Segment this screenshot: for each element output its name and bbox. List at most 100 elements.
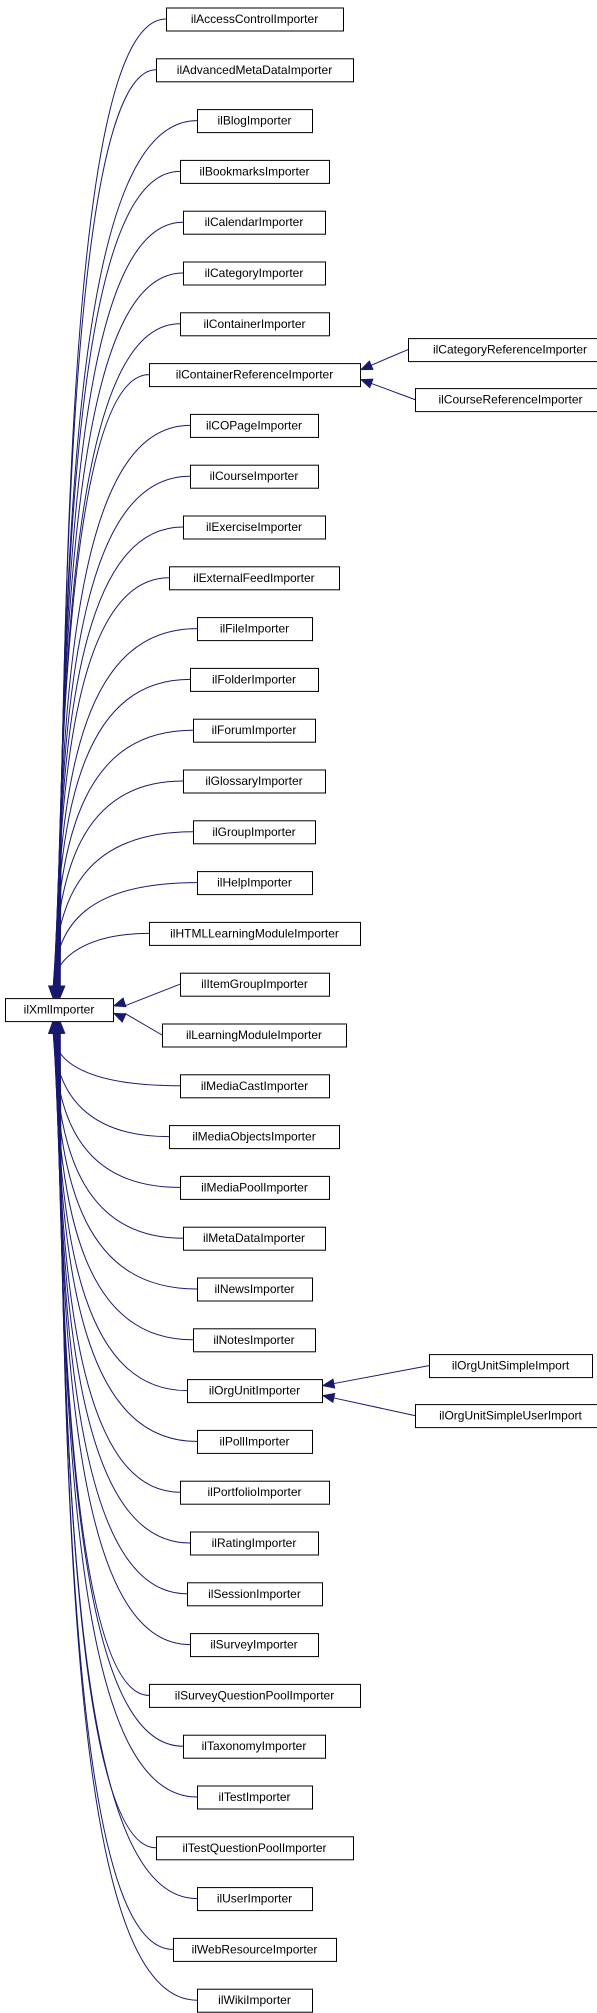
class-node-il-item-group-importer[interactable]: ilItemGroupImporter xyxy=(180,972,330,997)
class-node-il-session-importer[interactable]: ilSessionImporter xyxy=(187,1582,323,1607)
class-node-label: ilBookmarksImporter xyxy=(199,164,309,178)
class-node-il-category-reference-importer[interactable]: ilCategoryReferenceImporter xyxy=(408,338,597,363)
class-node-il-media-objects-importer[interactable]: ilMediaObjectsImporter xyxy=(169,1125,340,1150)
inheritance-edge xyxy=(53,1033,181,1188)
class-node-il-org-unit-simple-import[interactable]: ilOrgUnitSimpleImport xyxy=(429,1354,593,1379)
class-node-box xyxy=(180,159,330,184)
class-node-box xyxy=(162,1023,347,1048)
class-node-il-advanced-meta-data-importer[interactable]: ilAdvancedMetaDataImporter xyxy=(156,58,354,83)
class-node-label: ilSessionImporter xyxy=(208,1587,301,1601)
inheritance-edge xyxy=(58,1033,198,1900)
class-node-box xyxy=(149,921,361,946)
class-node-il-calendar-importer[interactable]: ilCalendarImporter xyxy=(183,210,326,235)
class-node-label: ilBlogImporter xyxy=(217,114,291,128)
inheritance-edge xyxy=(55,526,184,987)
inheritance-edge xyxy=(54,1033,194,1341)
class-node-label: ilPollImporter xyxy=(219,1434,289,1448)
class-node-il-org-unit-simple-user-import[interactable]: ilOrgUnitSimpleUserImport xyxy=(415,1404,597,1429)
class-node-box xyxy=(183,210,326,235)
class-node-box xyxy=(156,58,354,83)
class-node-il-test-question-pool-importer[interactable]: ilTestQuestionPoolImporter xyxy=(156,1836,354,1861)
class-node-il-xml-importer[interactable]: ilXmlImporter xyxy=(5,998,114,1023)
class-node-label: ilContainerImporter xyxy=(203,317,305,331)
inheritance-edge xyxy=(53,729,194,987)
inheritance-edge xyxy=(371,382,416,401)
class-node-il-test-importer[interactable]: ilTestImporter xyxy=(197,1785,313,1810)
class-node-label: ilTestQuestionPoolImporter xyxy=(182,1841,326,1855)
class-node-box xyxy=(415,1404,597,1429)
class-node-il-forum-importer[interactable]: ilForumImporter xyxy=(193,718,316,743)
inheritance-edge xyxy=(52,1033,181,1087)
class-node-il-course-reference-importer[interactable]: ilCourseReferenceImporter xyxy=(415,388,597,413)
class-node-il-html-learning-module-importer[interactable]: ilHTMLLearningModuleImporter xyxy=(149,921,361,946)
class-node-box xyxy=(197,1429,313,1454)
class-node-il-portfolio-importer[interactable]: ilPortfolioImporter xyxy=(180,1480,330,1505)
class-node-box xyxy=(415,388,597,413)
class-node-label: ilHTMLLearningModuleImporter xyxy=(170,926,339,940)
class-node-il-wiki-importer[interactable]: ilWikiImporter xyxy=(197,1988,313,2013)
class-node-il-media-cast-importer[interactable]: ilMediaCastImporter xyxy=(180,1074,330,1099)
class-node-label: ilGroupImporter xyxy=(212,825,295,839)
class-node-label: ilCourseReferenceImporter xyxy=(438,393,582,407)
class-node-box xyxy=(166,7,344,32)
class-node-il-help-importer[interactable]: ilHelpImporter xyxy=(197,871,313,896)
class-node-label: ilWikiImporter xyxy=(218,1993,291,2007)
class-node-label: ilSurveyQuestionPoolImporter xyxy=(175,1688,334,1702)
class-node-box xyxy=(197,871,313,896)
class-node-box xyxy=(180,312,330,337)
class-node-il-folder-importer[interactable]: ilFolderImporter xyxy=(190,667,319,692)
class-node-il-org-unit-importer[interactable]: ilOrgUnitImporter xyxy=(187,1379,323,1404)
class-node-il-glossary-importer[interactable]: ilGlossaryImporter xyxy=(183,769,326,794)
inheritance-edge xyxy=(59,18,167,987)
class-node-box xyxy=(197,1785,313,1810)
class-node-label: ilContainerReferenceImporter xyxy=(176,368,333,382)
class-node-il-file-importer[interactable]: ilFileImporter xyxy=(197,617,313,642)
class-node-il-survey-importer[interactable]: ilSurveyImporter xyxy=(190,1633,319,1658)
class-node-label: ilCategoryReferenceImporter xyxy=(433,343,587,357)
class-node-il-access-control-importer[interactable]: ilAccessControlImporter xyxy=(166,7,344,32)
class-node-label: ilMediaCastImporter xyxy=(201,1079,308,1093)
class-node-il-container-importer[interactable]: ilContainerImporter xyxy=(180,312,330,337)
class-node-il-external-feed-importer[interactable]: ilExternalFeedImporter xyxy=(169,566,340,591)
class-node-label: ilExternalFeedImporter xyxy=(193,571,314,585)
class-node-label: ilFolderImporter xyxy=(212,672,296,686)
class-node-box xyxy=(190,1531,319,1556)
class-node-label: ilNewsImporter xyxy=(214,1282,294,1296)
class-node-il-course-importer[interactable]: ilCourseImporter xyxy=(190,464,319,489)
class-node-il-learning-module-importer[interactable]: ilLearningModuleImporter xyxy=(162,1023,347,1048)
class-node-il-blog-importer[interactable]: ilBlogImporter xyxy=(197,109,313,134)
class-node-il-news-importer[interactable]: ilNewsImporter xyxy=(197,1277,313,1302)
class-node-label: ilXmlImporter xyxy=(24,1003,95,1017)
class-node-il-container-reference-importer[interactable]: ilContainerReferenceImporter xyxy=(149,363,361,388)
class-node-il-survey-question-pool-importer[interactable]: ilSurveyQuestionPoolImporter xyxy=(149,1683,361,1708)
class-node-label: ilMediaPoolImporter xyxy=(201,1180,308,1194)
class-node-box xyxy=(429,1354,593,1379)
class-node-il-meta-data-importer[interactable]: ilMetaDataImporter xyxy=(183,1226,326,1251)
class-node-label: ilCOPageImporter xyxy=(206,418,302,432)
class-node-il-rating-importer[interactable]: ilRatingImporter xyxy=(190,1531,319,1556)
class-node-label: ilWebResourceImporter xyxy=(192,1942,318,1956)
class-node-il-notes-importer[interactable]: ilNotesImporter xyxy=(193,1328,316,1353)
class-node-il-category-importer[interactable]: ilCategoryImporter xyxy=(183,261,326,286)
inheritance-edge xyxy=(54,678,191,987)
class-node-il-co-page-importer[interactable]: ilCOPageImporter xyxy=(190,413,319,438)
inheritance-edge xyxy=(58,221,184,987)
class-node-box xyxy=(180,1074,330,1099)
inheritance-edge xyxy=(53,1033,184,1239)
class-node-il-media-pool-importer[interactable]: ilMediaPoolImporter xyxy=(180,1175,330,1200)
class-node-il-exercise-importer[interactable]: ilExerciseImporter xyxy=(183,515,326,540)
class-node-box xyxy=(197,1277,313,1302)
class-node-box xyxy=(183,1734,326,1759)
nodes: ilAccessControlImporter ilAdvancedMetaDat… xyxy=(5,7,597,2013)
class-node-label: ilFileImporter xyxy=(220,622,289,636)
class-node-il-taxonomy-importer[interactable]: ilTaxonomyImporter xyxy=(183,1734,326,1759)
class-node-il-group-importer[interactable]: ilGroupImporter xyxy=(193,820,316,845)
class-node-il-web-resource-importer[interactable]: ilWebResourceImporter xyxy=(173,1937,337,1962)
inheritance-arrowhead xyxy=(112,997,127,1008)
class-node-label: ilCalendarImporter xyxy=(205,215,304,229)
class-node-il-poll-importer[interactable]: ilPollImporter xyxy=(197,1429,313,1454)
inheritance-arrowhead xyxy=(359,378,374,389)
class-node-il-user-importer[interactable]: ilUserImporter xyxy=(197,1887,313,1912)
class-node-label: ilItemGroupImporter xyxy=(201,977,308,991)
class-node-il-bookmarks-importer[interactable]: ilBookmarksImporter xyxy=(180,159,330,184)
